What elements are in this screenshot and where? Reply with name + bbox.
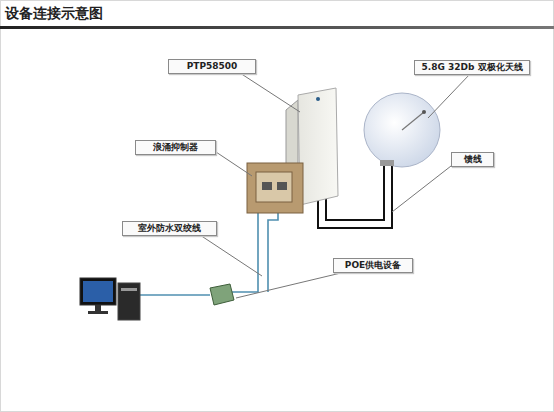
label-box: 浪涌抑制器 bbox=[135, 140, 216, 155]
title-rule bbox=[0, 26, 554, 29]
label-box: 馈线 bbox=[451, 152, 494, 167]
label-box: 5.8G 32Db 双极化天线 bbox=[414, 60, 530, 75]
computer bbox=[80, 278, 140, 320]
label-box: PTP58500 bbox=[168, 59, 256, 74]
label-box: POE供电设备 bbox=[333, 258, 413, 273]
label-text: 馈线 bbox=[464, 154, 482, 165]
label-text: 浪涌抑制器 bbox=[153, 142, 198, 153]
label-text: 5.8G 32Db 双极化天线 bbox=[421, 62, 522, 73]
label-text: POE供电设备 bbox=[345, 260, 401, 271]
diagram-title: 设备连接示意图 bbox=[5, 5, 103, 23]
surge-suppressor bbox=[247, 163, 303, 213]
poe-injector bbox=[210, 284, 234, 305]
leader-lines bbox=[200, 73, 470, 298]
label-text: PTP58500 bbox=[187, 61, 238, 72]
label-text: 室外防水双绞线 bbox=[138, 223, 201, 234]
label-box: 室外防水双绞线 bbox=[122, 221, 217, 236]
antenna-dish bbox=[364, 93, 440, 167]
